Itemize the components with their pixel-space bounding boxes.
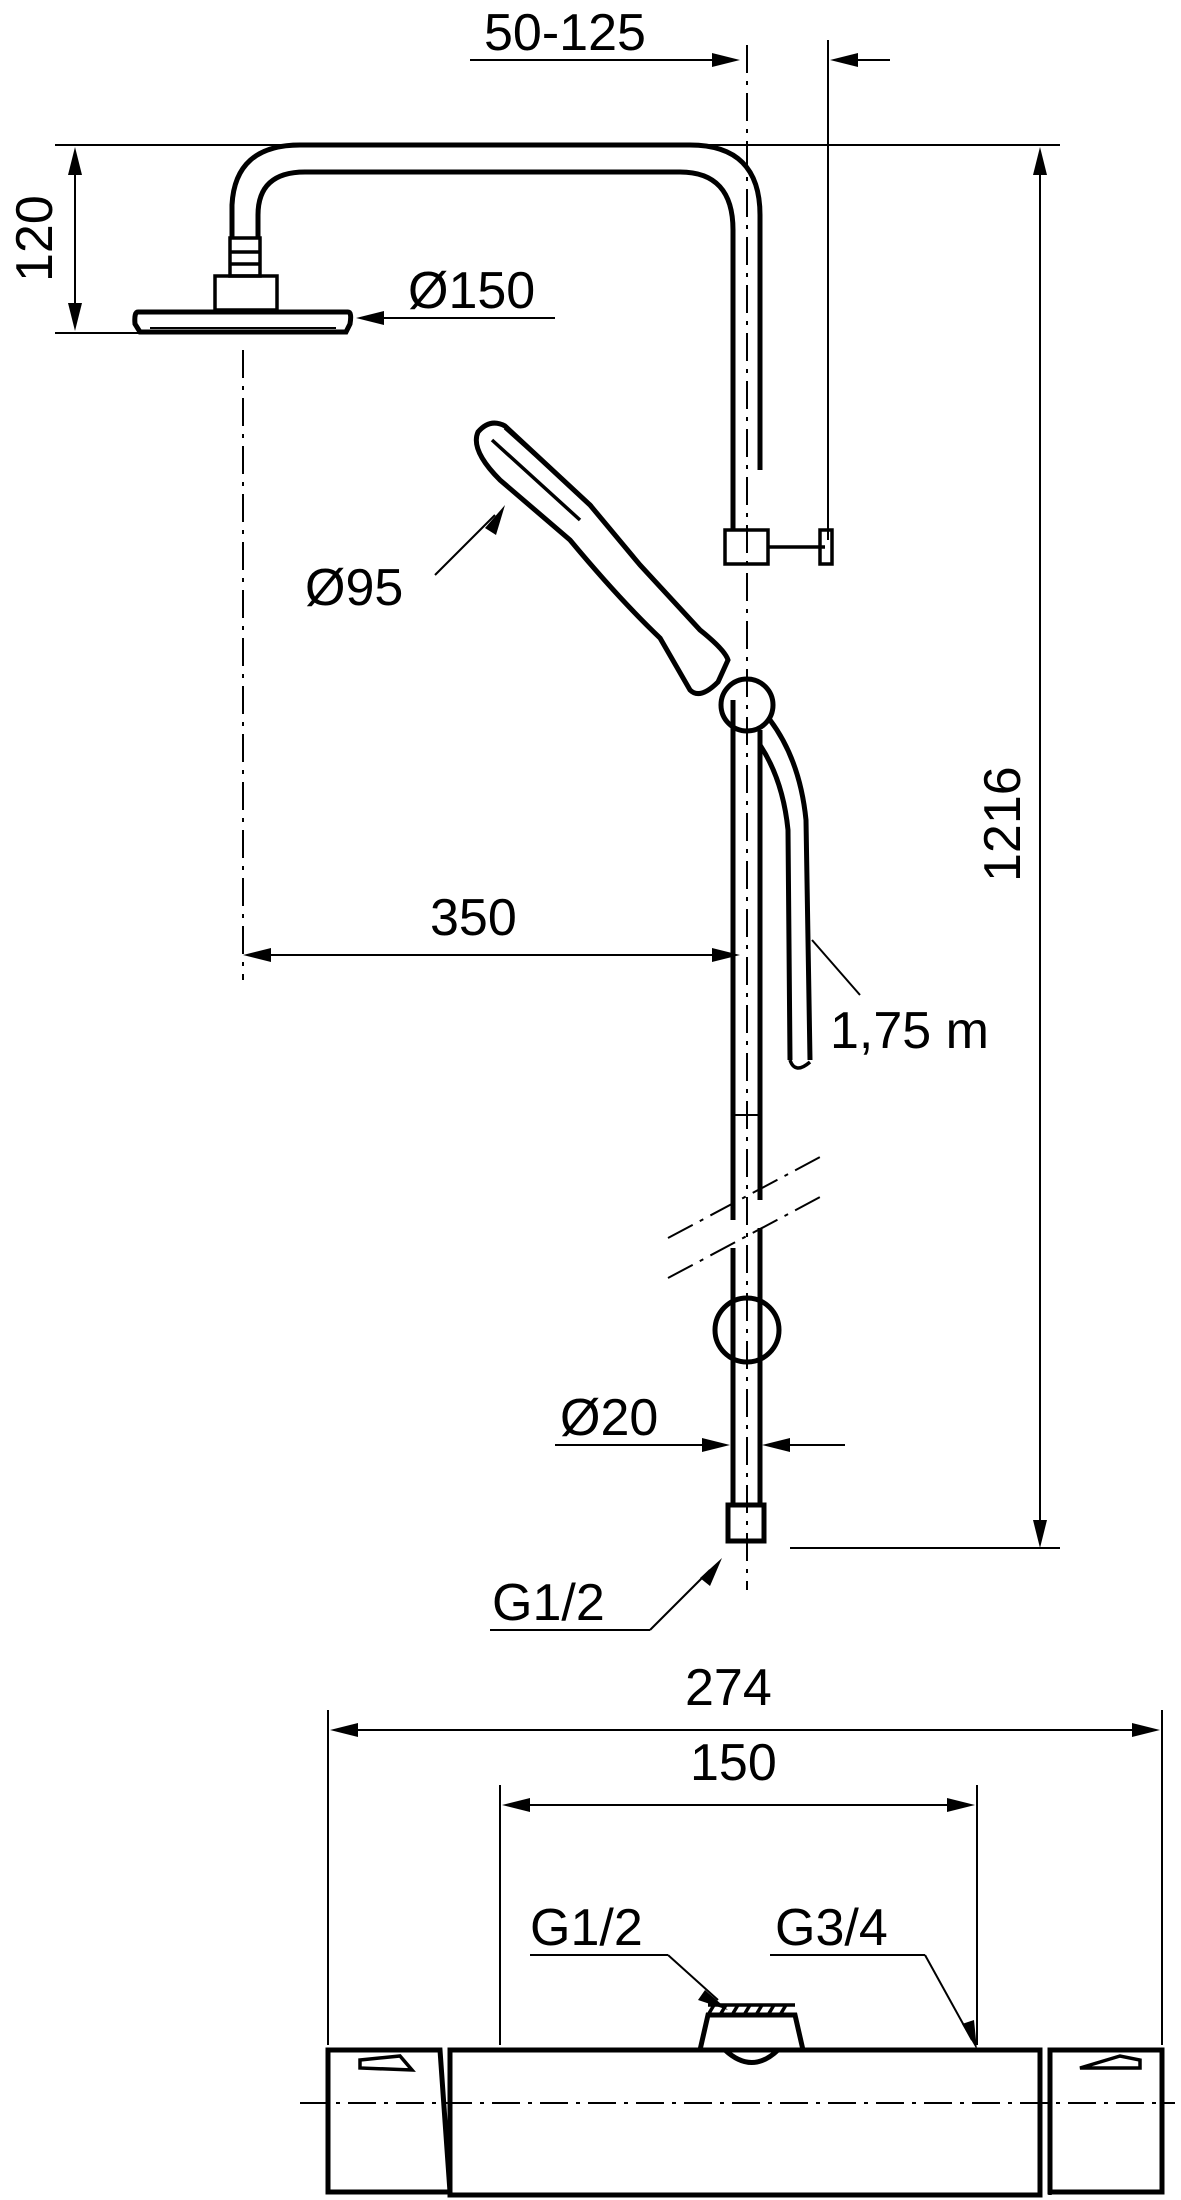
label-mixer-inlet-thread: G1/2 [530,1899,643,1957]
left-handle [325,2047,453,2195]
break-marks [667,1155,823,1279]
mixer-dimension-lines [327,1710,1163,2050]
thermostatic-mixer [300,2003,1175,2198]
label-mixer-centers: 150 [690,1734,777,1792]
right-handle [1047,2047,1165,2195]
label-mixer-outlet-thread: G3/4 [775,1899,888,1957]
dimension-lines [55,40,1060,1631]
hand-shower [473,420,731,697]
label-arm-length: 350 [430,889,517,947]
hand-shower-holder [718,676,776,734]
label-rail-connection: G1/2 [492,1574,605,1632]
label-arm-projection: 50-125 [484,4,646,62]
label-head-height: 120 [6,195,64,282]
rail-bottom-connector [725,1502,767,1544]
label-hand-shower-diameter: Ø95 [305,559,403,617]
lower-slider [712,1295,782,1365]
label-hose-length: 1,75 m [830,1002,989,1060]
overhead-shower-head [132,274,354,335]
arm-connector [228,236,262,278]
dimension-labels: 50-125 120 Ø150 Ø95 1216 350 1,75 m Ø20 … [6,4,1032,1957]
label-mixer-width: 274 [685,1659,772,1717]
shower-column [132,45,834,1590]
outlet-thread [697,2003,806,2065]
riser-pipe-inner [255,169,736,530]
label-head-diameter: Ø150 [408,262,535,320]
label-total-height: 1216 [974,766,1032,882]
mixer-body [447,2047,1043,2198]
upper-slider [723,528,834,566]
label-rail-diameter: Ø20 [560,1389,658,1447]
shower-hose [757,718,813,1070]
